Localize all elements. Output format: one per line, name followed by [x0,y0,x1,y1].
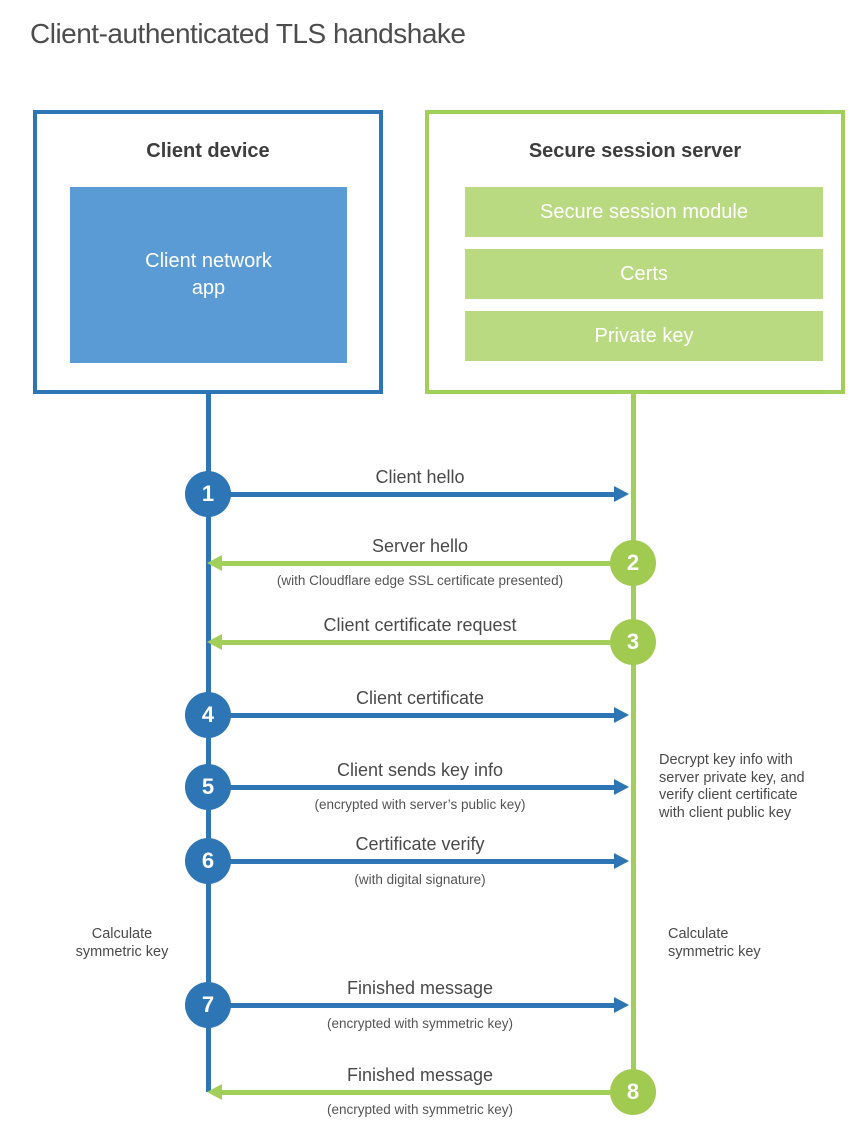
step-4-badge: 4 [185,692,231,738]
secure-session-server-title: Secure session server [528,140,742,162]
client-calculate-symmetric-key-note: Calculate symmetric key [75,926,169,960]
step-5-arrowhead-icon [614,779,629,795]
step-7-arrow-line [230,1003,614,1008]
client-network-app-label: Client network app [145,250,272,299]
client-lifeline [206,392,211,1092]
step-6-badge: 6 [185,838,231,884]
step-6-sublabel: (with digital signature) [354,872,486,887]
step-7-label: Finished message [346,978,494,998]
step-2-arrow-line [222,561,610,566]
step-7-sublabel: (encrypted with symmetric key) [326,1016,514,1031]
client-network-app-box: Client network app [70,187,347,363]
step-3-label: Client certificate request [323,615,517,635]
step-7-arrowhead-icon [614,997,629,1013]
step-4-arrowhead-icon [614,707,629,723]
step-5-arrow-line [230,785,614,790]
step-4-label: Client certificate [355,688,485,708]
server-calculate-symmetric-key-note: Calculate symmetric key [668,926,761,960]
step-6-label: Certificate verify [355,834,485,854]
step-3-arrow-line [222,640,610,645]
server-decrypt-note: Decrypt key info with server private key… [659,752,805,821]
step-1-arrow-line [230,492,614,497]
step-3-arrowhead-icon [207,634,222,650]
step-5-badge: 5 [185,764,231,810]
client-device-title: Client device [146,140,270,162]
step-6-arrow-line [230,859,614,864]
step-2-arrowhead-icon [207,555,222,571]
step-3-badge: 3 [610,619,656,665]
step-8-sublabel: (encrypted with symmetric key) [326,1102,514,1117]
step-2-sublabel: (with Cloudflare edge SSL certificate pr… [276,573,564,588]
step-8-badge: 8 [610,1069,656,1115]
step-8-arrowhead-icon [207,1084,222,1100]
step-2-label: Server hello [371,536,469,556]
step-1-label: Client hello [375,467,465,487]
step-1-arrowhead-icon [614,486,629,502]
step-2-badge: 2 [610,540,656,586]
step-6-arrowhead-icon [614,853,629,869]
step-1-badge: 1 [185,471,231,517]
step-8-label: Finished message [346,1065,494,1085]
module-bar-secure-session-module: Secure session module [465,187,823,237]
step-7-badge: 7 [185,982,231,1028]
module-bar-certs: Certs [465,249,823,299]
step-5-sublabel: (encrypted with server’s public key) [314,797,526,812]
module-bar-private-key: Private key [465,311,823,361]
page-title: Client-authenticated TLS handshake [30,18,466,49]
step-4-arrow-line [230,713,614,718]
step-8-arrow-line [222,1090,610,1095]
server-lifeline [631,392,636,1092]
step-5-label: Client sends key info [336,760,504,780]
